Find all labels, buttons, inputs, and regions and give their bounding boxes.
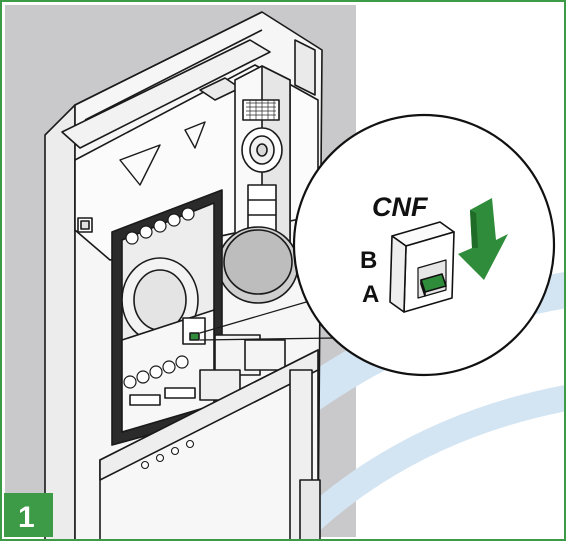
intercom-device	[44, 11, 323, 541]
dip-switch	[389, 221, 455, 313]
callout-magnifier: CNF B A	[292, 113, 556, 377]
arrow-down-icon	[458, 198, 508, 280]
callout-pointer	[199, 297, 336, 341]
step-number: 1	[18, 501, 35, 534]
cnf-label: CNF	[372, 192, 429, 222]
step-badge: 1	[4, 493, 53, 537]
position-b-label: B	[360, 247, 377, 274]
position-a-label: A	[362, 281, 379, 308]
